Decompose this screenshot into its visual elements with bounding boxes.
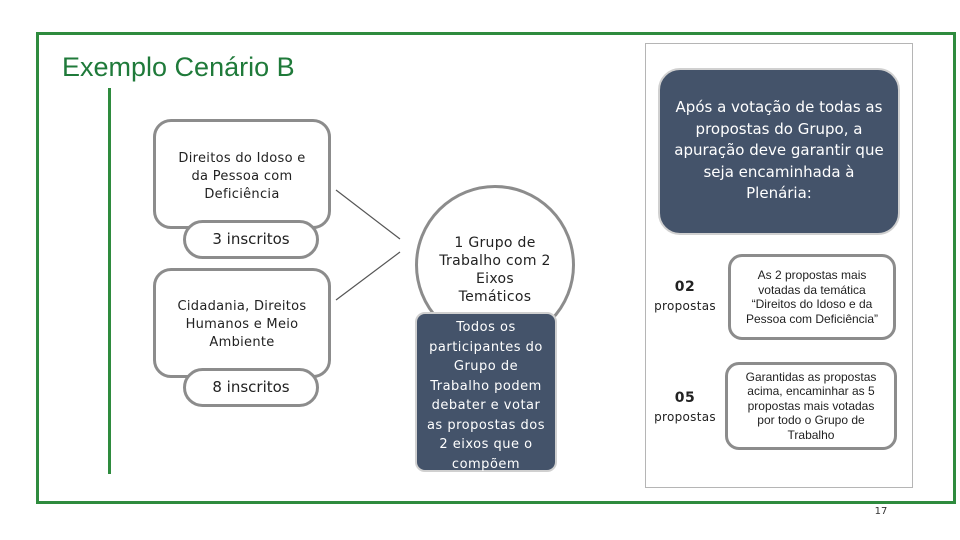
- theme-box-idoso: Direitos do Idoso e da Pessoa com Defici…: [153, 119, 331, 229]
- slide-title: Exemplo Cenário B: [62, 52, 295, 82]
- result-line: apuração deve garantir que: [674, 141, 884, 159]
- working-group-line: 1 Grupo de: [454, 235, 536, 251]
- participants-line: debater e votar: [431, 398, 541, 413]
- working-group-label: 1 Grupo de Trabalho com 2 Eixos Temático…: [431, 224, 559, 306]
- theme-label-line: Direitos do Idoso e: [178, 151, 306, 166]
- outcome-unit: propostas: [654, 299, 716, 313]
- participants-line: Trabalho podem: [430, 378, 542, 394]
- outcome-note-line: Garantidas as propostas: [745, 369, 877, 384]
- theme-label-cidadania: Cidadania, Direitos Humanos e Meio Ambie…: [156, 298, 328, 352]
- outcome-note-line: As 2 propostas mais: [757, 268, 867, 282]
- outcome-note-line: votadas da temática: [758, 282, 866, 297]
- outcome-number: 05: [674, 390, 696, 406]
- working-group-line: Temáticos: [458, 289, 532, 305]
- outcome-number: 02: [674, 279, 696, 295]
- outcome-note-line: Pessoa com Deficiência”: [745, 311, 879, 326]
- outcome-count-2: 05 propostas: [645, 390, 725, 424]
- theme-box-cidadania: Cidadania, Direitos Humanos e Meio Ambie…: [153, 268, 331, 378]
- result-line: Após a votação de todas as: [675, 98, 883, 116]
- theme-label-line: Deficiência: [204, 187, 280, 202]
- participants-line: participantes do: [429, 339, 543, 355]
- connector-line-bottom: [335, 251, 401, 301]
- theme-label-line: da Pessoa com: [191, 169, 293, 184]
- accent-line: [108, 88, 111, 474]
- theme-label-line: Ambiente: [209, 335, 275, 350]
- working-group-line: Trabalho com 2: [439, 253, 551, 269]
- participants-line: Grupo de: [453, 359, 519, 374]
- outcome-note-1: As 2 propostas mais votadas da temática …: [728, 254, 896, 340]
- result-line: propostas do Grupo, a: [695, 119, 863, 138]
- slide-frame: [36, 32, 956, 504]
- outcome-note-line: acima, encaminhar as 5: [747, 384, 875, 399]
- participants-line: compõem: [451, 456, 521, 472]
- outcome-note-line: por todo o Grupo de: [757, 413, 865, 428]
- outcome-note-line: “Direitos do Idoso e da: [751, 297, 873, 311]
- participants-line: as propostas dos: [426, 417, 546, 433]
- inscritos-pill-cidadania: 8 inscritos: [183, 368, 319, 407]
- working-group-line: Eixos: [476, 271, 514, 287]
- outcome-note-line: propostas mais votadas: [747, 398, 875, 413]
- connector-line-top: [335, 189, 401, 240]
- outcome-count-1: 02 propostas: [645, 279, 725, 313]
- theme-label-line: Cidadania, Direitos: [177, 299, 307, 314]
- result-line: Plenária:: [746, 184, 812, 202]
- participants-line: 2 eixos que o: [439, 437, 533, 452]
- page-number: 17: [874, 506, 888, 517]
- theme-label-line: Humanos e Meio: [185, 317, 299, 332]
- participants-box: Todos os participantes do Grupo de Traba…: [415, 312, 557, 472]
- participants-line: Todos os: [456, 320, 516, 335]
- inscritos-pill-idoso: 3 inscritos: [183, 220, 319, 259]
- outcome-unit: propostas: [654, 410, 716, 424]
- theme-label-idoso: Direitos do Idoso e da Pessoa com Defici…: [156, 150, 328, 204]
- result-line: seja encaminhada à: [703, 162, 855, 181]
- outcome-note-2: Garantidas as propostas acima, encaminha…: [725, 362, 897, 450]
- result-card: Após a votação de todas as propostas do …: [658, 68, 900, 235]
- outcome-note-line: Trabalho: [787, 427, 835, 442]
